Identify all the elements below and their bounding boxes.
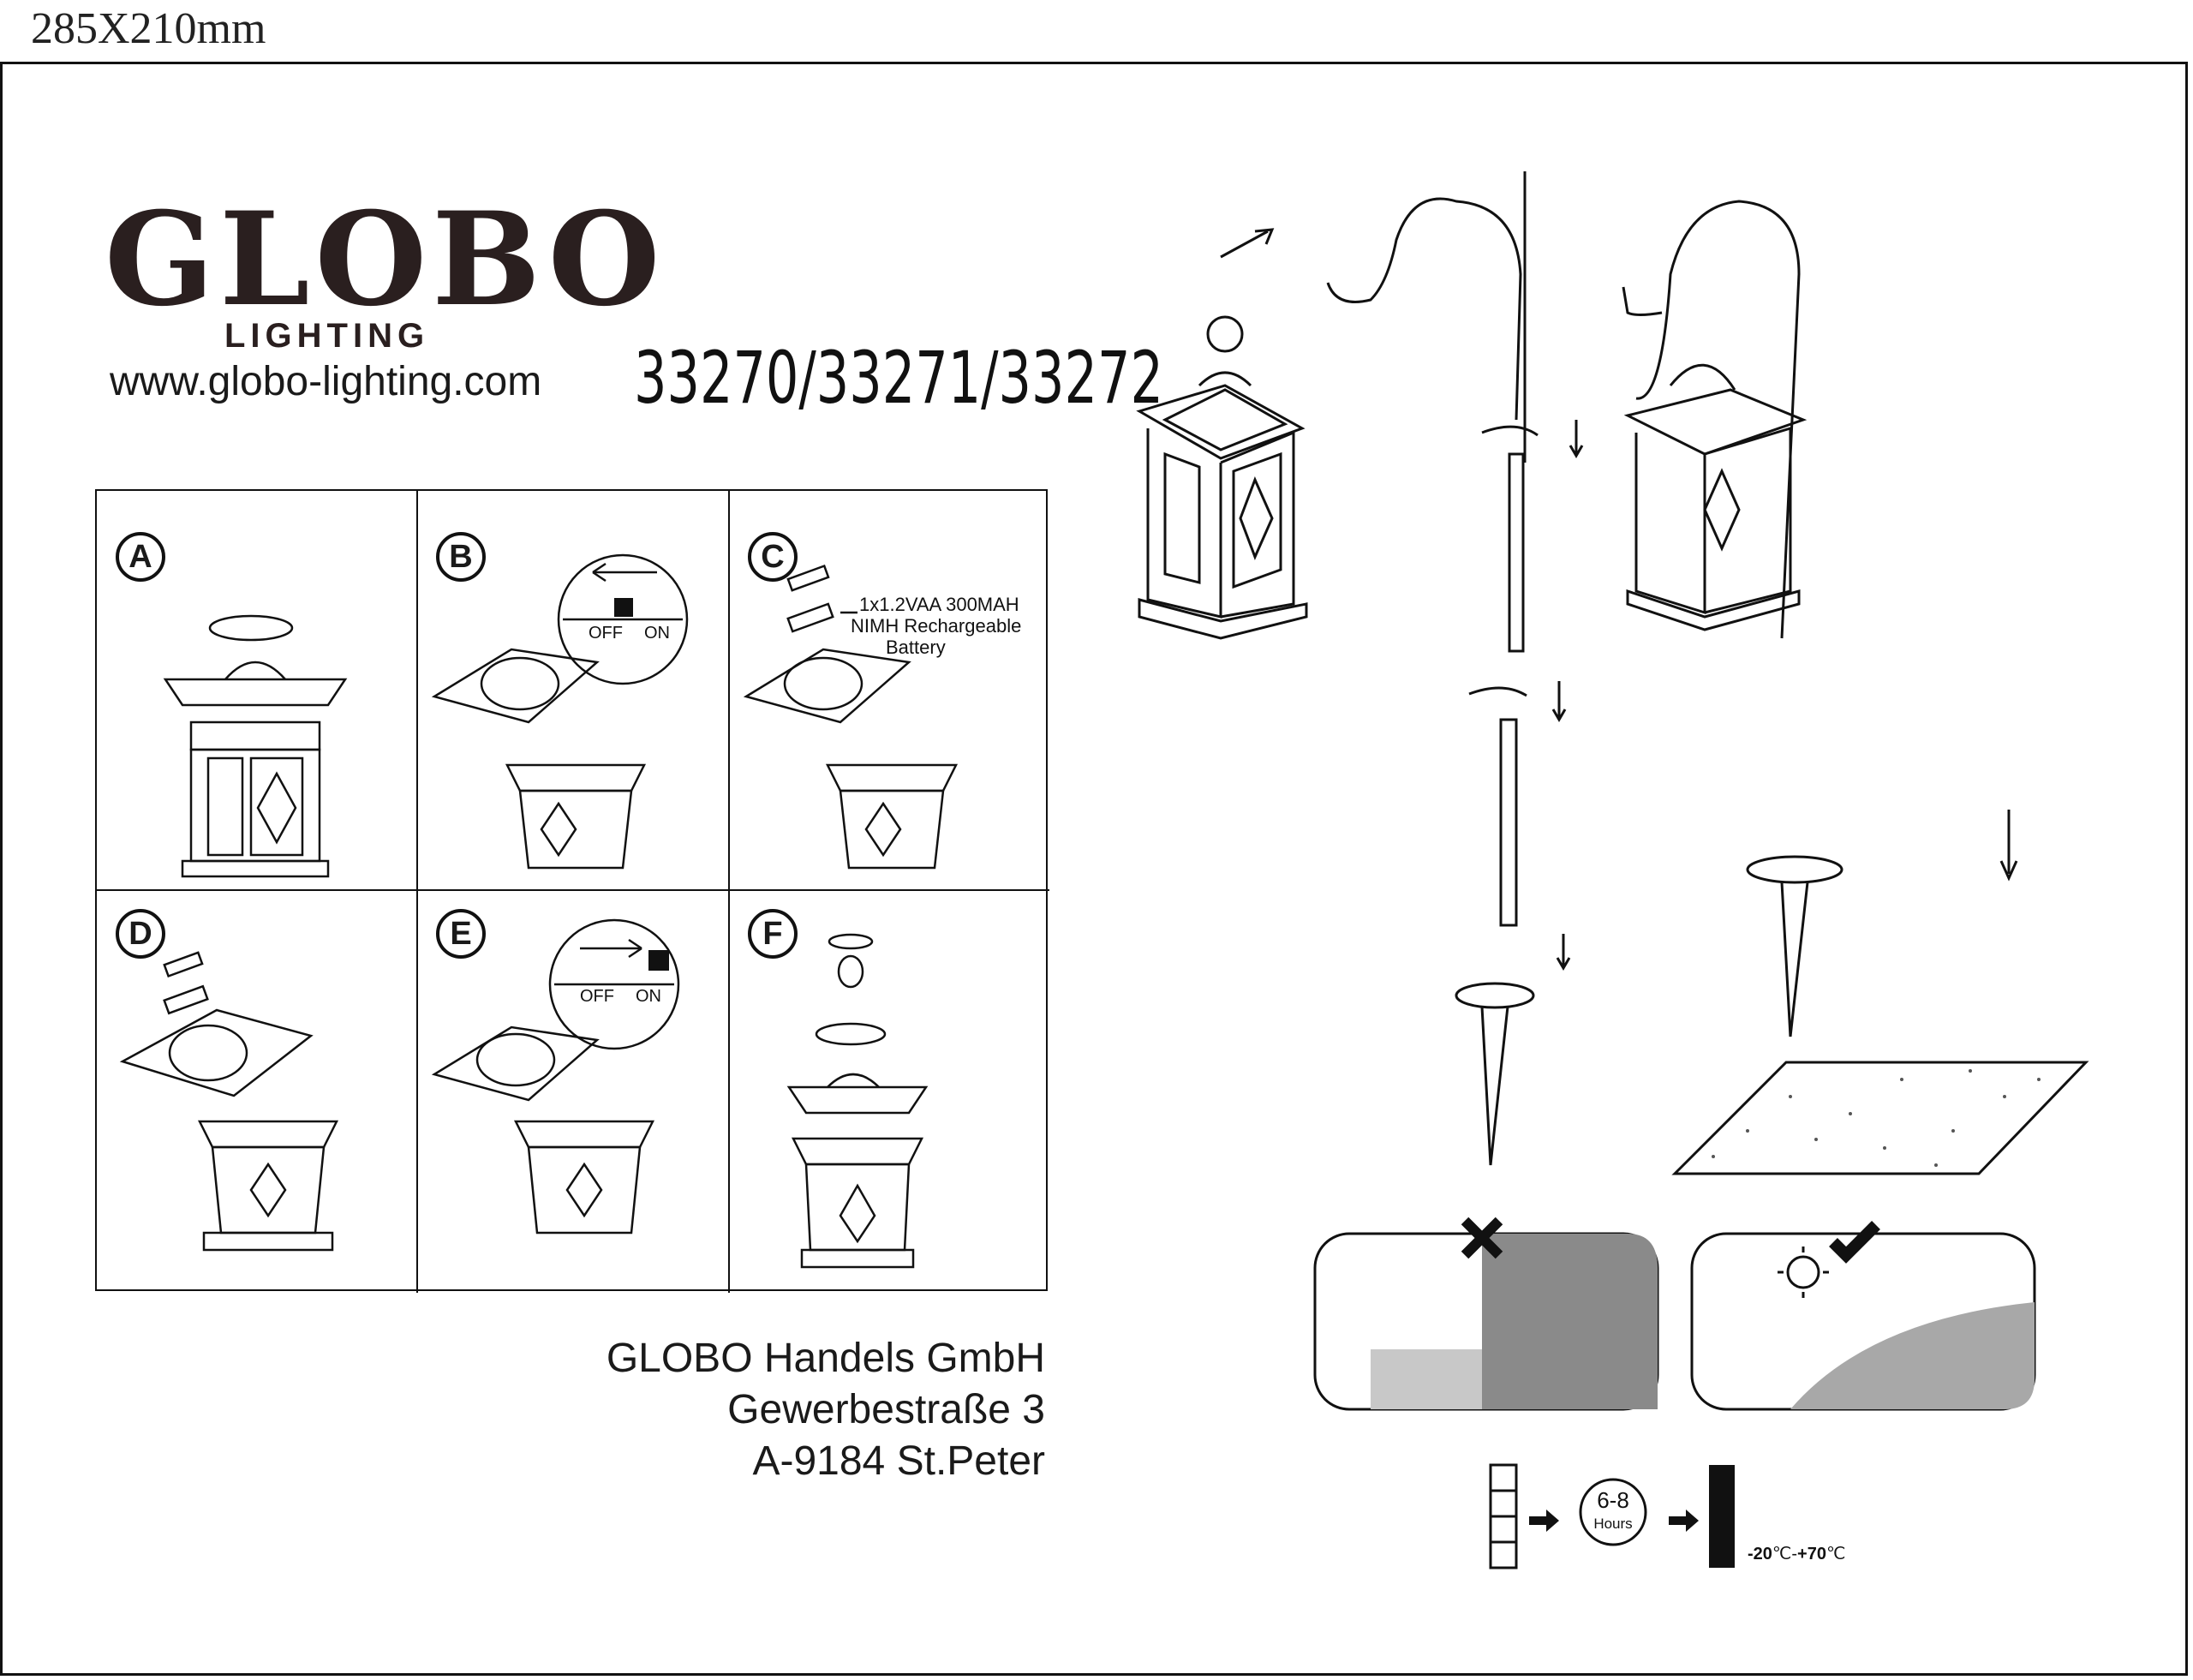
step-letter: C xyxy=(748,532,798,582)
step-a: A xyxy=(97,491,414,890)
step-d: D xyxy=(97,890,414,1289)
placement-scenes: 6-8 Hours -20℃-+70℃ xyxy=(1313,1217,2036,1569)
battery-illustration: 1x1.2VAA 300MAH NIMH Rechargeable Batter… xyxy=(743,564,1021,870)
step-letter: A xyxy=(116,532,165,582)
battery-full-icon xyxy=(1709,1465,1735,1568)
charge-hours-range: 6-8 xyxy=(1597,1487,1629,1513)
battery-spec-line1: 1x1.2VAA 300MAH xyxy=(859,594,1019,615)
step-e: E OFF ON xyxy=(417,890,734,1289)
charge-hours-label: Hours xyxy=(1593,1516,1632,1532)
cross-icon xyxy=(1461,1217,1503,1259)
battery-spec-line3: Battery xyxy=(886,637,946,658)
step-letter: B xyxy=(436,532,486,582)
shade-area xyxy=(1482,1234,1658,1409)
battery-spec-line2: NIMH Rechargeable xyxy=(851,615,1021,637)
step-c: C 1x1.2VAA 300MAH NIMH Rechargeable Batt… xyxy=(729,491,1046,890)
company-name: GLOBO Handels GmbH xyxy=(606,1336,1045,1381)
rotate-arrow-icon xyxy=(828,933,874,950)
switch-on-label: ON xyxy=(636,987,661,1006)
assembly-steps-grid: A B xyxy=(95,489,1049,1293)
battery-insert-illustration xyxy=(119,951,339,1252)
grid-lines xyxy=(97,491,1049,1293)
company-city: A-9184 St.Peter xyxy=(752,1438,1045,1484)
temperature-range: -20℃-+70℃ xyxy=(1748,1545,1845,1563)
step-f: F xyxy=(729,890,1046,1289)
rotate-arrow-icon xyxy=(208,614,294,642)
rotate-arrow-icon xyxy=(815,1022,887,1046)
step-letter: E xyxy=(436,909,486,959)
switch-on-label: ON xyxy=(644,624,670,643)
step-letter: F xyxy=(748,909,798,959)
sun-path xyxy=(1790,1302,2035,1409)
sun-icon xyxy=(1579,1478,1647,1546)
brand-logo: GLOBO xyxy=(105,184,666,335)
brand-subtitle: LIGHTING xyxy=(224,317,430,355)
installation-illustration xyxy=(1136,171,2089,1175)
lantern-close-illustration xyxy=(786,933,929,1269)
paper-size-label: 285X210mm xyxy=(31,4,266,53)
check-icon xyxy=(1829,1221,1880,1264)
company-street: Gewerbestraße 3 xyxy=(727,1387,1045,1432)
step-letter: D xyxy=(116,909,165,959)
arrow-icon xyxy=(1220,230,1269,259)
sun-icon xyxy=(1778,1247,1829,1298)
website-url: www.globo-lighting.com xyxy=(110,359,542,404)
page-frame xyxy=(0,62,2188,1676)
lantern-illustration xyxy=(163,614,348,878)
step-b: B OFF ON xyxy=(417,491,734,890)
model-numbers: 33270/33271/33272 xyxy=(634,336,1163,420)
switch-off-illustration: OFF ON xyxy=(431,553,689,870)
switch-off-label: OFF xyxy=(580,987,614,1006)
switch-off-label: OFF xyxy=(589,624,623,643)
ground-texture xyxy=(1712,1069,2041,1167)
switch-on-illustration: OFF ON xyxy=(431,918,680,1235)
